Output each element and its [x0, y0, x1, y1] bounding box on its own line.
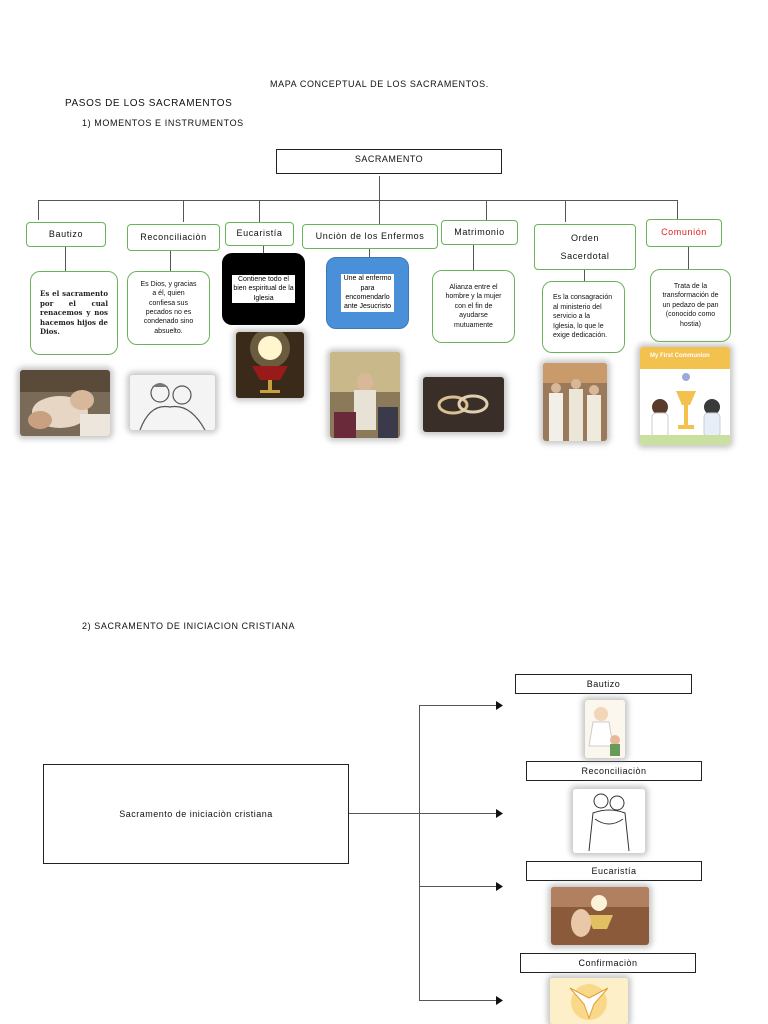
eucharist-host-image	[551, 887, 649, 945]
sacrament-label: Matrimonio	[454, 226, 505, 237]
branch-line	[379, 200, 380, 224]
arrow-head-icon	[496, 996, 503, 1005]
reconciliation-image	[130, 375, 215, 430]
section2-title: 2) SACRAMENTO DE INICIACION CRISTIANA	[82, 621, 296, 631]
ordination-image	[543, 363, 607, 441]
branch-line	[677, 200, 678, 220]
anointing-image	[330, 352, 400, 438]
initiation-connector	[349, 813, 419, 814]
sacrament-comunion: Comunión	[646, 219, 722, 247]
desc-bautizo: Es el sacramento por el cual renacemos y…	[30, 271, 118, 355]
branch-line	[259, 200, 260, 222]
desc-text: Trata de la transformación de un pedazo …	[662, 282, 719, 328]
arrow-head-icon	[496, 882, 503, 891]
branch-line	[38, 200, 39, 220]
sacrament-reconciliacion: Reconciliaciòn	[127, 224, 220, 251]
initiation-item-label: Eucaristía	[591, 866, 637, 876]
desc-text: Es Dios, y gracias a él, quien confiesa …	[140, 280, 197, 335]
baptism-image	[20, 370, 110, 436]
desc-comunion: Trata de la transformación de un pedazo …	[650, 269, 731, 342]
sacrament-label: Orden Sacerdotal	[560, 233, 610, 261]
initiation-item-label: Reconciliaciòn	[581, 766, 647, 776]
sacrament-label: Bautizo	[48, 228, 84, 239]
root-connector	[379, 176, 380, 200]
sacrament-label: Unciòn de los Enfermos	[315, 230, 425, 241]
desc-text: Une al enfermo para encomendarlo ante Je…	[341, 274, 394, 312]
baptism-cartoon-image	[585, 700, 625, 758]
initiation-main-box: Sacramento de iniciaciòn cristiana	[43, 764, 349, 864]
initiation-item-eucaristia: Eucaristía	[526, 861, 702, 881]
desc-text: Es el sacramento por el cual renacemos y…	[40, 289, 108, 337]
branch-line	[183, 200, 184, 222]
root-box: SACRAMENTO	[276, 149, 502, 174]
branch-line	[565, 200, 566, 222]
desc-matrimonio: Alianza entre el hombre y la mujer con e…	[432, 270, 515, 343]
sacrament-uncion: Unciòn de los Enfermos	[302, 224, 438, 249]
marriage-rings-image	[423, 377, 504, 432]
sacrament-label: Comunión	[661, 227, 707, 238]
initiation-item-bautizo: Bautizo	[515, 674, 692, 694]
desc-connector	[688, 247, 689, 269]
desc-uncion: Une al enfermo para encomendarlo ante Je…	[326, 257, 409, 329]
section1-title: 1) MOMENTOS E INSTRUMENTOS	[82, 118, 244, 128]
arrow-line	[419, 1000, 499, 1001]
desc-connector	[473, 245, 474, 270]
initiation-main-label: Sacramento de iniciaciòn cristiana	[119, 809, 273, 819]
initiation-item-reconciliacion: Reconciliaciòn	[526, 761, 702, 781]
sacrament-label: Eucaristía	[236, 228, 283, 239]
initiation-item-confirmacion: Confirmaciòn	[520, 953, 696, 973]
confirmation-dove-image	[550, 978, 628, 1024]
desc-text: Es la consagración al ministerio del ser…	[553, 294, 613, 340]
page-title: MAPA CONCEPTUAL DE LOS SACRAMENTOS.	[270, 79, 489, 89]
root-label: SACRAMENTO	[354, 154, 424, 164]
arrow-head-icon	[496, 701, 503, 710]
eucharist-image	[236, 332, 304, 398]
initiation-vertical	[419, 705, 420, 1001]
communion-image: My First Communion	[640, 347, 730, 445]
desc-orden: Es la consagración al ministerio del ser…	[542, 281, 625, 353]
branch-line	[486, 200, 487, 220]
desc-connector	[65, 247, 66, 271]
desc-eucaristia: Contiene todo el bien espiritual de la I…	[222, 253, 305, 325]
sacrament-label: Reconciliaciòn	[140, 231, 207, 242]
arrow-line	[419, 705, 499, 706]
desc-reconciliacion: Es Dios, y gracias a él, quien confiesa …	[127, 271, 210, 345]
section-heading: PASOS DE LOS SACRAMENTOS	[65, 98, 233, 109]
desc-text: Alianza entre el hombre y la mujer con e…	[445, 283, 502, 329]
branch-bar	[38, 200, 678, 201]
desc-text: Contiene todo el bien espiritual de la I…	[232, 274, 295, 304]
sacrament-eucaristia: Eucaristía	[225, 222, 294, 246]
arrow-head-icon	[496, 809, 503, 818]
desc-connector	[369, 249, 370, 257]
sacrament-orden: Orden Sacerdotal	[534, 224, 636, 270]
sacrament-bautizo: Bautizo	[26, 222, 106, 247]
desc-connector	[584, 270, 585, 282]
desc-connector	[170, 251, 171, 271]
desc-connector	[263, 246, 264, 254]
communion-card-text: My First Communion	[650, 353, 710, 359]
arrow-line	[419, 886, 499, 887]
arrow-line	[419, 813, 499, 814]
initiation-item-label: Bautizo	[586, 679, 621, 689]
reconciliation-hug-image	[573, 789, 645, 853]
sacrament-matrimonio: Matrimonio	[441, 220, 518, 245]
initiation-item-label: Confirmaciòn	[578, 958, 638, 968]
